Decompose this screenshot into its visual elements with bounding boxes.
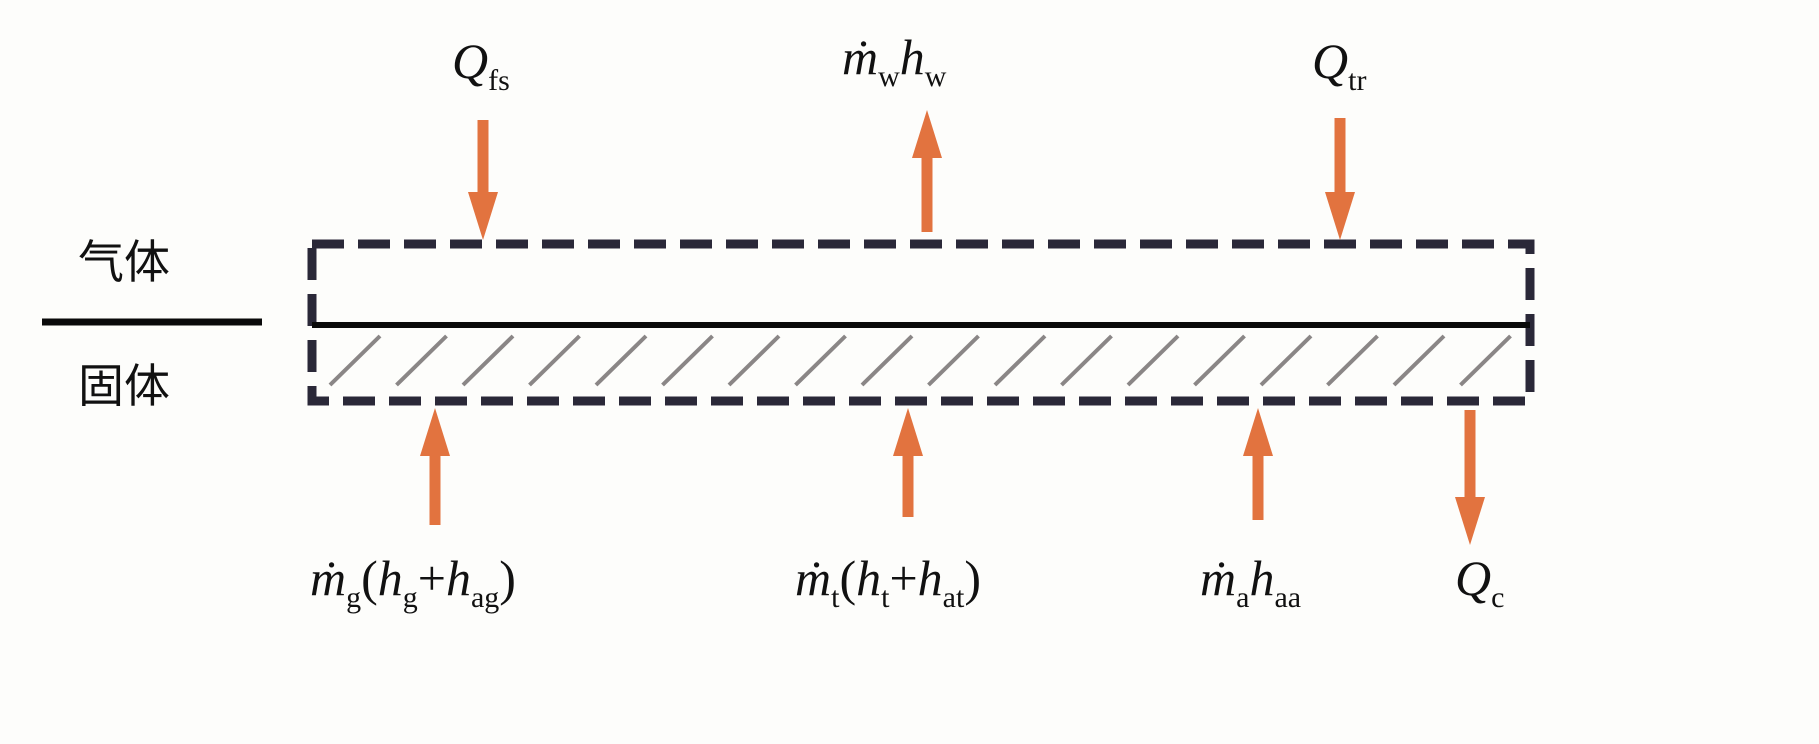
hatch-line (395, 334, 448, 387)
hatch-line (794, 334, 847, 387)
label-q-c: Qc (1455, 550, 1504, 614)
label-m-w-h-w: ṁwhw (842, 29, 947, 93)
label-symbol: h (378, 550, 403, 606)
hatch-line (727, 334, 781, 387)
subscript: a (1236, 581, 1249, 614)
label-symbol: ṁ (795, 550, 831, 606)
subscript: fs (488, 64, 510, 97)
label-symbol: h (918, 550, 943, 606)
hatch-line (661, 334, 714, 387)
subscript: w (925, 60, 947, 93)
label-m-g: ṁg(hg+hag) (310, 550, 516, 614)
hatch-line (1126, 334, 1180, 387)
hatch-line (1259, 334, 1313, 387)
label-symbol: ṁ (842, 29, 878, 85)
hatch-line (328, 334, 382, 387)
subscript: c (1491, 581, 1504, 614)
label-symbol: ( (361, 550, 378, 606)
hatch-line (594, 334, 648, 387)
arrow-q-tr-icon (1325, 118, 1355, 240)
label-symbol: ) (499, 550, 516, 606)
label-symbol: h (1249, 550, 1274, 606)
arrow-m-t-icon (893, 408, 923, 517)
arrow-m-g-icon (420, 408, 450, 525)
hatch-line (1392, 334, 1446, 387)
label-symbol: h (900, 29, 925, 85)
arrow-q-fs-icon (468, 120, 498, 240)
label-symbol: h (856, 550, 881, 606)
label-symbol: + (418, 550, 446, 606)
label-symbol: Q (1455, 550, 1491, 606)
arrow-q-c-icon (1455, 410, 1485, 545)
subscript: t (831, 581, 840, 614)
hatch-line (461, 334, 515, 387)
hatch-line (1326, 334, 1379, 387)
hatch-line (860, 334, 914, 387)
solid-phase-label: 固体 (78, 359, 170, 413)
hatch-line (927, 334, 980, 387)
gas-phase-label: 气体 (78, 235, 170, 289)
label-q-tr: Qtr (1312, 33, 1366, 97)
subscript: aa (1274, 581, 1301, 614)
hatch-line (1193, 334, 1246, 387)
label-symbol: ṁ (310, 550, 346, 606)
label-symbol: h (446, 550, 471, 606)
label-symbol: Q (452, 33, 488, 89)
subscript: ag (471, 581, 499, 614)
label-symbol: + (889, 550, 917, 606)
label-m-a-h-aa: ṁahaa (1200, 550, 1301, 614)
solid-hatching (328, 334, 1512, 387)
label-symbol: Q (1312, 33, 1348, 89)
subscript: at (943, 581, 965, 614)
hatch-line (993, 334, 1047, 387)
label-symbol: ( (839, 550, 856, 606)
subscript: g (346, 581, 361, 614)
subscript: tr (1348, 64, 1366, 97)
arrow-m-w-h-w-icon (912, 110, 942, 232)
label-m-t: ṁt(ht+hat) (795, 550, 981, 614)
label-symbol: ṁ (1200, 550, 1236, 606)
subscript: g (403, 581, 418, 614)
subscript: w (878, 60, 900, 93)
label-q-fs: Qfs (452, 33, 510, 97)
hatch-line (1459, 334, 1512, 387)
hatch-line (528, 334, 581, 387)
label-symbol: ) (964, 550, 981, 606)
subscript: t (881, 581, 890, 614)
hatch-line (1060, 334, 1113, 387)
arrow-m-a-h-aa-icon (1243, 408, 1273, 520)
